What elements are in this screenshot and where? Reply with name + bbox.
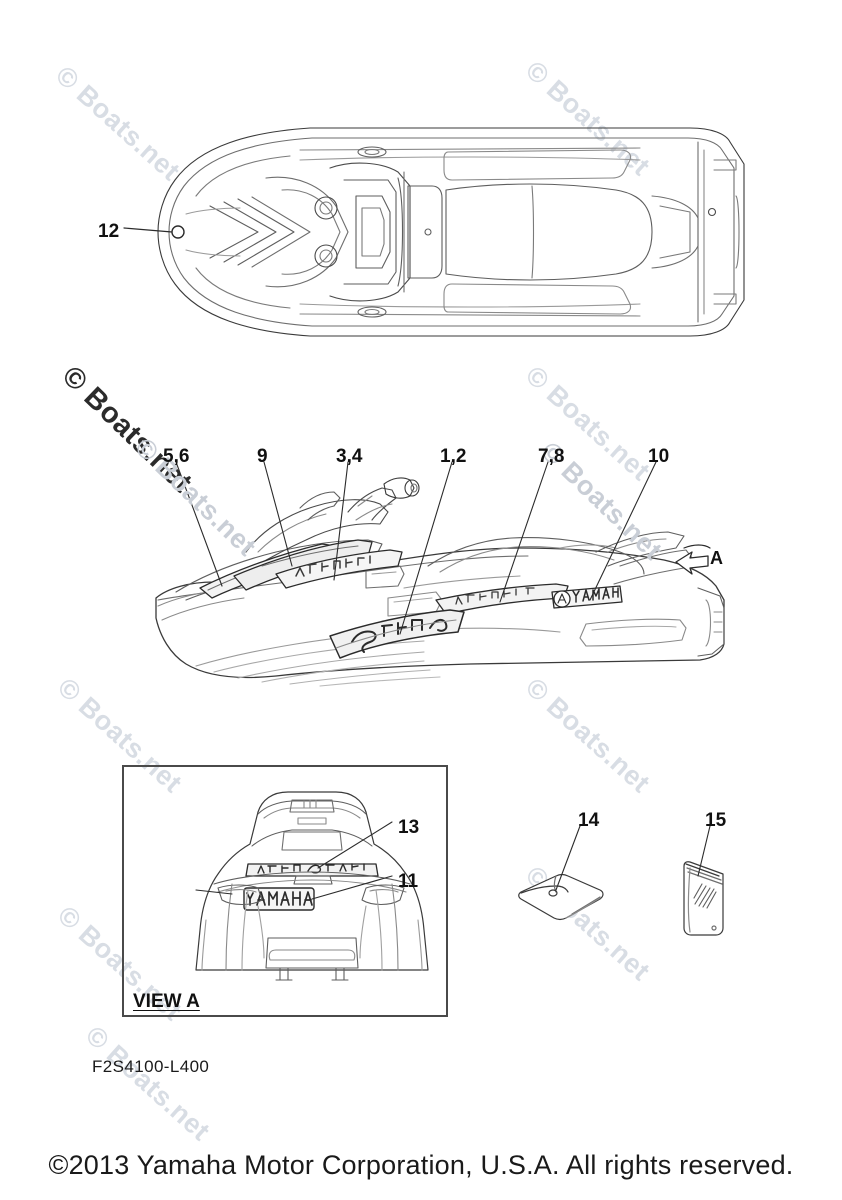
callout-13: 13 <box>398 817 420 838</box>
part-number: F2S4100-L400 <box>92 1057 210 1076</box>
callout-14: 14 <box>578 810 600 831</box>
callout-15: 15 <box>705 810 727 831</box>
view-a-box <box>122 765 448 1017</box>
callout-1-2: 1,2 <box>440 446 467 467</box>
callout-10: 10 <box>648 446 670 467</box>
view-a-title: VIEW A <box>133 991 200 1012</box>
callout-7-8: 7,8 <box>538 446 565 467</box>
callout-5-6: 5,6 <box>163 446 190 467</box>
callout-9: 9 <box>257 446 268 467</box>
callout-11: 11 <box>398 871 419 892</box>
section-arrow-letter-a: A <box>710 548 723 568</box>
copyright-notice: ©2013 Yamaha Motor Corporation, U.S.A. A… <box>48 1150 794 1180</box>
callout-12: 12 <box>98 221 120 242</box>
callout-3-4: 3,4 <box>336 446 363 467</box>
